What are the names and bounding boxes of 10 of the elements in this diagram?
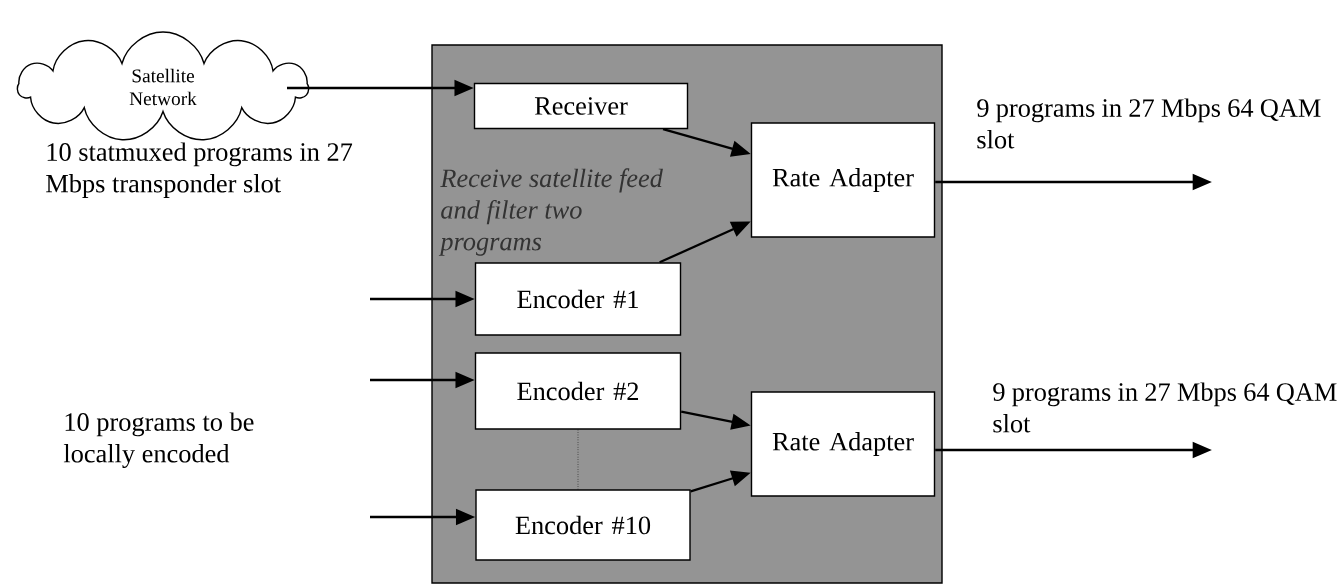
process-box: Rate Adapter — [750, 391, 936, 497]
process-box: Encoder #2 — [474, 352, 682, 430]
caption-text: 10 programs to be locally encoded — [63, 412, 254, 468]
edge-label: 9 programs in 27 Mbps 64 QAM slot — [993, 382, 1337, 433]
edge-label: 9 programs in 27 Mbps 64 QAM slot — [977, 98, 1321, 149]
process-box: Encoder #10 — [475, 489, 691, 561]
process-box: Rate Adapter — [750, 122, 936, 238]
process-box: Encoder #1 — [474, 262, 682, 336]
process-box: Receiver — [473, 82, 689, 130]
network-cloud: Satellite Network — [16, 31, 310, 141]
